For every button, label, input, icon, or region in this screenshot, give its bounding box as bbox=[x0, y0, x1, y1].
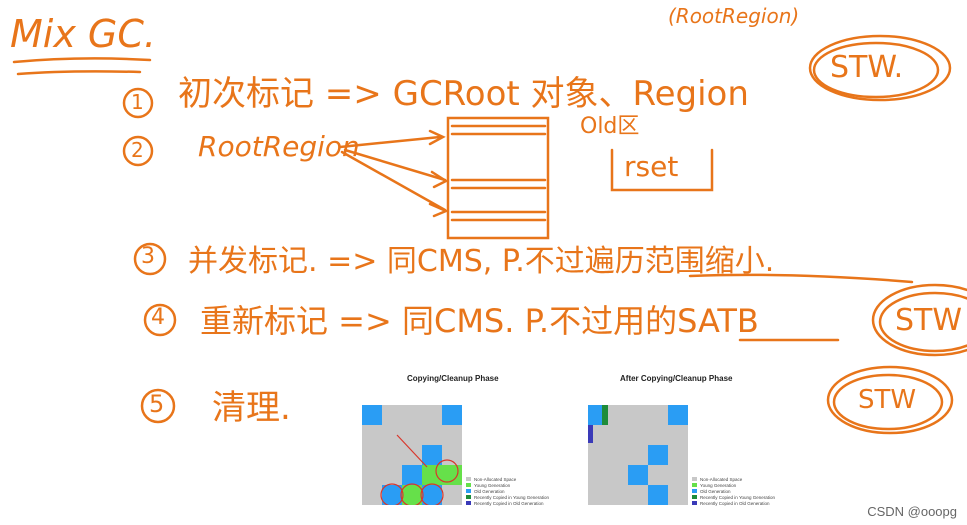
before-legend: Non-Allocated Space Young Generation Old… bbox=[466, 476, 549, 506]
step-4-text: 重新标记 => 同CMS. P.不过用的SATB bbox=[200, 302, 759, 340]
after-legend: Non-Allocated Space Young Generation Old… bbox=[692, 476, 775, 506]
stw-badge-2: STW bbox=[895, 303, 963, 338]
old-region-label: Old区 bbox=[580, 114, 640, 139]
step-5-num: 5 bbox=[149, 390, 165, 418]
stw-badge-1: STW. bbox=[830, 50, 904, 85]
root-region-note: (RootRegion) bbox=[668, 4, 800, 28]
step-5-text: 清理. bbox=[212, 388, 291, 428]
stw-circle-2 bbox=[871, 283, 967, 357]
title-underline bbox=[12, 57, 152, 64]
region-box bbox=[446, 116, 550, 240]
stw-circle-1 bbox=[808, 34, 952, 102]
step-3-num: 3 bbox=[141, 244, 155, 269]
step-2-num: 2 bbox=[131, 138, 144, 162]
step-3-text: 并发标记. => 同CMS, P.不过遍历范围缩小. bbox=[188, 244, 775, 279]
step-4-num: 4 bbox=[151, 305, 165, 330]
after-heap-grid bbox=[588, 405, 688, 505]
step-1-text: 初次标记 => GCRoot 对象、Region bbox=[178, 74, 749, 114]
stw-circle-3 bbox=[826, 365, 954, 435]
before-diagram-title: Copying/Cleanup Phase bbox=[407, 374, 499, 383]
after-diagram-title: After Copying/Cleanup Phase bbox=[620, 374, 733, 383]
step-1-num: 1 bbox=[131, 90, 144, 114]
rset-label: rset bbox=[624, 150, 679, 183]
before-heap-grid bbox=[362, 405, 462, 505]
watermark: CSDN @ooopg bbox=[867, 504, 957, 519]
stw-badge-3: STW bbox=[858, 385, 917, 415]
page-title: Mix GC. bbox=[10, 12, 156, 56]
step-2-text: RootRegion bbox=[198, 130, 360, 163]
